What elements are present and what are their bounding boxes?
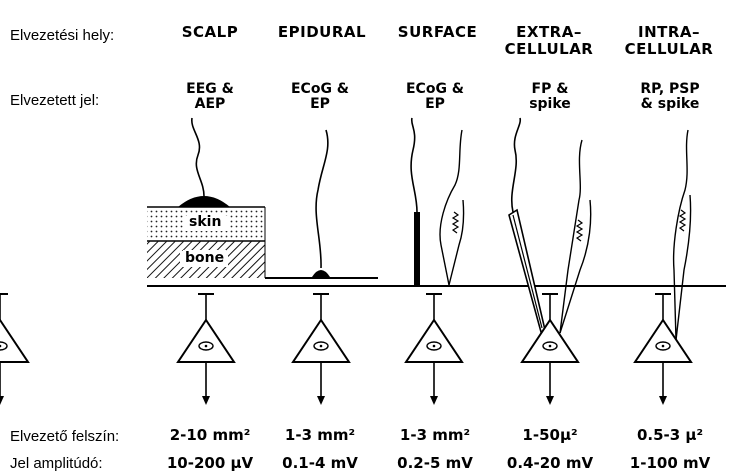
intracellular-electrode [672,129,692,341]
neuron [0,293,30,405]
amplitude-value-intracellular: 1-100 mV [629,454,711,472]
neuron-intracellular [634,293,692,406]
surface-value-scalp: 2-10 mm² [169,426,251,444]
column-site-scalp: SCALP [181,23,239,41]
row-label-amplitude: Jel amplitúdó: [10,455,103,472]
surface-value-extracellular: 1-50µ² [522,426,578,444]
column-site-epidural: EPIDURAL [277,23,367,41]
surface-value-epidural: 1-3 mm² [284,426,356,444]
skin-label: skin [187,214,224,230]
neuron-surface [405,293,463,406]
column-signal-surface: ECoG & EP [405,81,465,112]
neuron-epidural [292,293,350,406]
amplitude-value-surface: 0.2-5 mV [397,454,473,472]
surface-value-intracellular: 0.5-3 µ² [636,426,704,444]
surface-value-surface: 1-3 mm² [399,426,471,444]
column-site-extracellular: EXTRA– CELLULAR [504,23,594,58]
column-signal-epidural: ECoG & EP [290,81,350,112]
amplitude-value-scalp: 10-200 µV [166,454,254,472]
row-label-surface: Elvezető felszín: [10,428,120,445]
amplitude-value-epidural: 0.1-4 mV [282,454,358,472]
column-signal-scalp: EEG & AEP [186,81,234,112]
surface-electrodes [410,117,465,286]
column-signal-extracellular: FP & spike [529,81,571,112]
row-label-signal: Elvezetett jel: [10,92,100,109]
column-site-intracellular: INTRA– CELLULAR [624,23,714,58]
amplitude-value-extracellular: 0.4-20 mV [506,454,594,472]
column-signal-intracellular: RP, PSP & spike [640,81,700,112]
extracellular-electrodes [508,117,592,334]
row-label-site: Elvezetési hely: [10,27,115,44]
column-site-surface: SURFACE [397,23,478,41]
bone-label: bone [183,250,227,266]
epidural-electrode [312,270,330,277]
scalp-electrode [178,196,230,207]
neuron-scalp [177,293,235,406]
neuron-extracellular [521,293,579,406]
